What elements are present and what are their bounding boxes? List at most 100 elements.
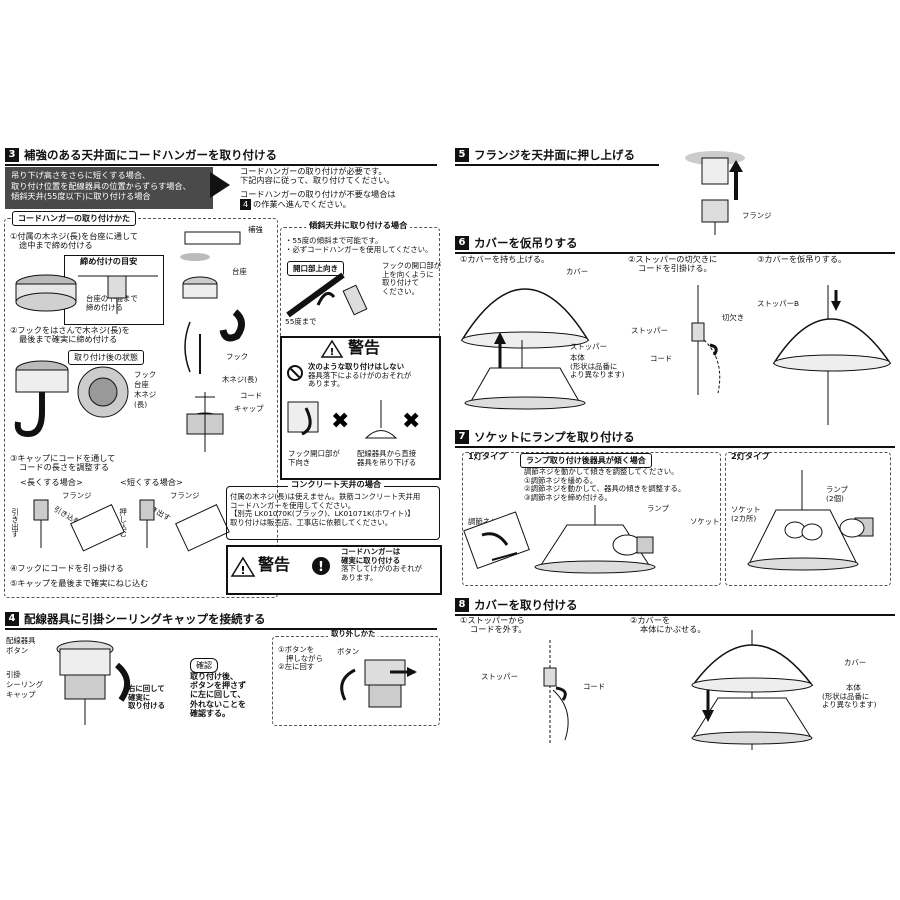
check-lines: 取り付け後、 ボタンを押さず に左に回して、 外れないことを 確認する。 — [190, 672, 246, 718]
section-6-header: 6 カバーを仮吊りする — [455, 234, 895, 254]
flange-label-long: フランジ — [62, 491, 92, 500]
shorter-label: <短くする場合> — [120, 477, 183, 487]
s8-cord-label: コード — [583, 682, 606, 691]
line: ①ボタンを — [278, 645, 315, 654]
howto-title: コードハンガーの取り付けかた — [12, 211, 136, 226]
type1-label: 1灯タイプ — [468, 451, 507, 461]
line: ③調節ネジを締め付ける。 — [524, 492, 612, 502]
line: 確実に取り付ける — [341, 555, 401, 565]
ng2-label: 配線器具から直接 器具を吊り下げる — [357, 449, 416, 467]
section-title: ソケットにランプを取り付ける — [474, 430, 635, 444]
s4-labels: 配線器具 ボタン 引掛 シーリング キャップ — [6, 636, 43, 700]
line: (形状は品番に — [570, 361, 618, 371]
label-cap-3: キャップ — [6, 689, 36, 699]
socket-label: ソケット — [690, 517, 720, 526]
cover-step-2: ②ストッパーの切欠きに コードを引掛ける。 — [628, 254, 718, 274]
line: ソケット — [731, 505, 761, 514]
s8-step-2: ②カバーを 本体にかぶせる。 — [630, 615, 706, 635]
step-4-text: ④フックにコードを引っ掛ける — [10, 563, 124, 573]
line: 落下してけがのおそれが — [341, 564, 423, 574]
type2-panel — [725, 452, 891, 586]
line: 付属の木ネジ(長)は使えません。鉄筋コンクリート天井用 — [230, 492, 421, 501]
cover-hang-illustration — [772, 285, 892, 425]
svg-text:!: ! — [330, 347, 335, 358]
check-label: 確認 — [190, 658, 218, 673]
line: ②フックをはさんで木ネジ(長)を — [10, 325, 130, 335]
section-number: 7 — [455, 430, 469, 444]
exclamation-icon: ! — [312, 557, 330, 575]
line: 本体にかぶせる。 — [640, 624, 706, 635]
arrow-right-icon — [210, 172, 230, 198]
warning2-box — [226, 545, 442, 595]
adj-screw-label: 調節ネジ — [468, 517, 498, 526]
line: 取り付け後、 — [190, 672, 238, 681]
warning-triangle-icon: ! — [230, 556, 256, 577]
condition-line: 吊り下げ高さをさらに短くする場合、 — [11, 170, 151, 180]
line: ②左に回す — [278, 662, 315, 672]
line: ②カバーを — [630, 615, 671, 625]
section-title: 配線器具に引掛シーリングキャップを接続する — [24, 612, 266, 626]
s8-cover-illustration — [691, 630, 814, 750]
line: ②ストッパーの切欠きに — [628, 254, 718, 264]
s8-step-1: ①ストッパーから コードを外す。 — [460, 615, 527, 635]
line: より異なります) — [822, 700, 877, 710]
line: 本体 — [570, 353, 585, 362]
line: 調節ネジを動かして傾きを調整してください。 — [524, 467, 679, 476]
notch-label: 切欠き — [722, 313, 745, 322]
step-1-text: ①付属の木ネジ(長)を台座に通して 途中まで締め付ける — [10, 231, 138, 251]
line: 取り付けは販売店、工事店に依頼してください。 — [230, 517, 393, 527]
line: コードを引掛ける。 — [638, 263, 712, 274]
line: より異なります) — [570, 370, 625, 380]
section-3-header: 3 補強のある天井面にコードハンガーを取り付ける — [5, 146, 437, 166]
warning-triangle-icon: ! — [320, 339, 344, 358]
type1-illustration — [463, 505, 656, 574]
label-wiring: 配線器具 — [6, 636, 36, 645]
line: ・55度の傾斜まで可能です。 — [285, 236, 383, 245]
body-label: 本体 (形状は品番に より異なります) — [570, 353, 625, 380]
line: ・必ずコードハンガーを使用してください。 — [285, 244, 433, 254]
condition-line: 取り付け位置を配線器具の位置からずらす場合、 — [11, 180, 191, 191]
flange-label: フランジ — [742, 211, 772, 220]
slope-title: 傾斜天井に取り付ける場合 — [306, 220, 411, 231]
line: 最後まで確実に締め付ける — [19, 334, 118, 345]
line: 確認する。 — [190, 708, 230, 718]
deg55-label: 55度まで — [285, 317, 317, 326]
remove-title: 取り外しかた — [328, 629, 379, 639]
pull-out-label: 引き出す — [10, 508, 20, 538]
after-parts: フック 台座 木ネジ (長) — [134, 370, 156, 410]
section-title: カバーを取り付ける — [474, 598, 578, 612]
svg-text:!: ! — [240, 564, 245, 577]
opening-note: フックの開口部が 上を向くように 取り付けて ください。 — [382, 261, 441, 296]
stopper-label: ストッパー — [570, 342, 607, 351]
result-line: の作業へ進んでください。 — [253, 199, 351, 210]
condition-line: 傾斜天井(55度以下)に取り付ける場合 — [11, 191, 151, 202]
svg-text:✖: ✖ — [331, 409, 349, 434]
after-label: 取り付け後の状態 — [68, 350, 144, 365]
line: ①調節ネジを緩める。 — [524, 475, 598, 485]
ng-illustrations: ✖ ✖ — [287, 400, 420, 439]
prohibit-icon — [287, 365, 303, 381]
base-screw-illustration — [15, 274, 158, 314]
line: ランプ — [826, 485, 848, 494]
cord-label: コード — [650, 354, 673, 363]
lamp-label: ランプ — [647, 504, 669, 513]
line: ①ストッパーから — [460, 615, 525, 625]
label-button: ボタン — [6, 645, 29, 655]
lamp2-label: ランプ (2個) — [826, 485, 848, 503]
line: フック開口部が — [288, 449, 340, 458]
cover-step-3: ③カバーを仮吊りする。 — [757, 254, 847, 264]
hook-illustration — [14, 360, 129, 438]
warning-title: 警告 — [348, 338, 381, 357]
s8-stopper-illustration — [543, 640, 569, 745]
line: コードハンガーは — [341, 547, 401, 556]
step-2-text: ②フックをはさんで木ネジ(長)を 最後まで確実に締め付ける — [10, 325, 130, 345]
cord-adjust-illustration — [33, 499, 230, 552]
stopper-cord-illustration — [691, 285, 721, 395]
line: ③キャップにコードを通して — [10, 453, 116, 463]
line: (形状は品番に — [822, 691, 870, 701]
flange-label-short: フランジ — [170, 491, 200, 500]
howto-panel — [4, 218, 278, 598]
slope-lines: ・55度の傾斜まで可能です。 ・必ずコードハンガーを使用してください。 — [285, 236, 433, 254]
svg-text:!: ! — [318, 560, 324, 575]
